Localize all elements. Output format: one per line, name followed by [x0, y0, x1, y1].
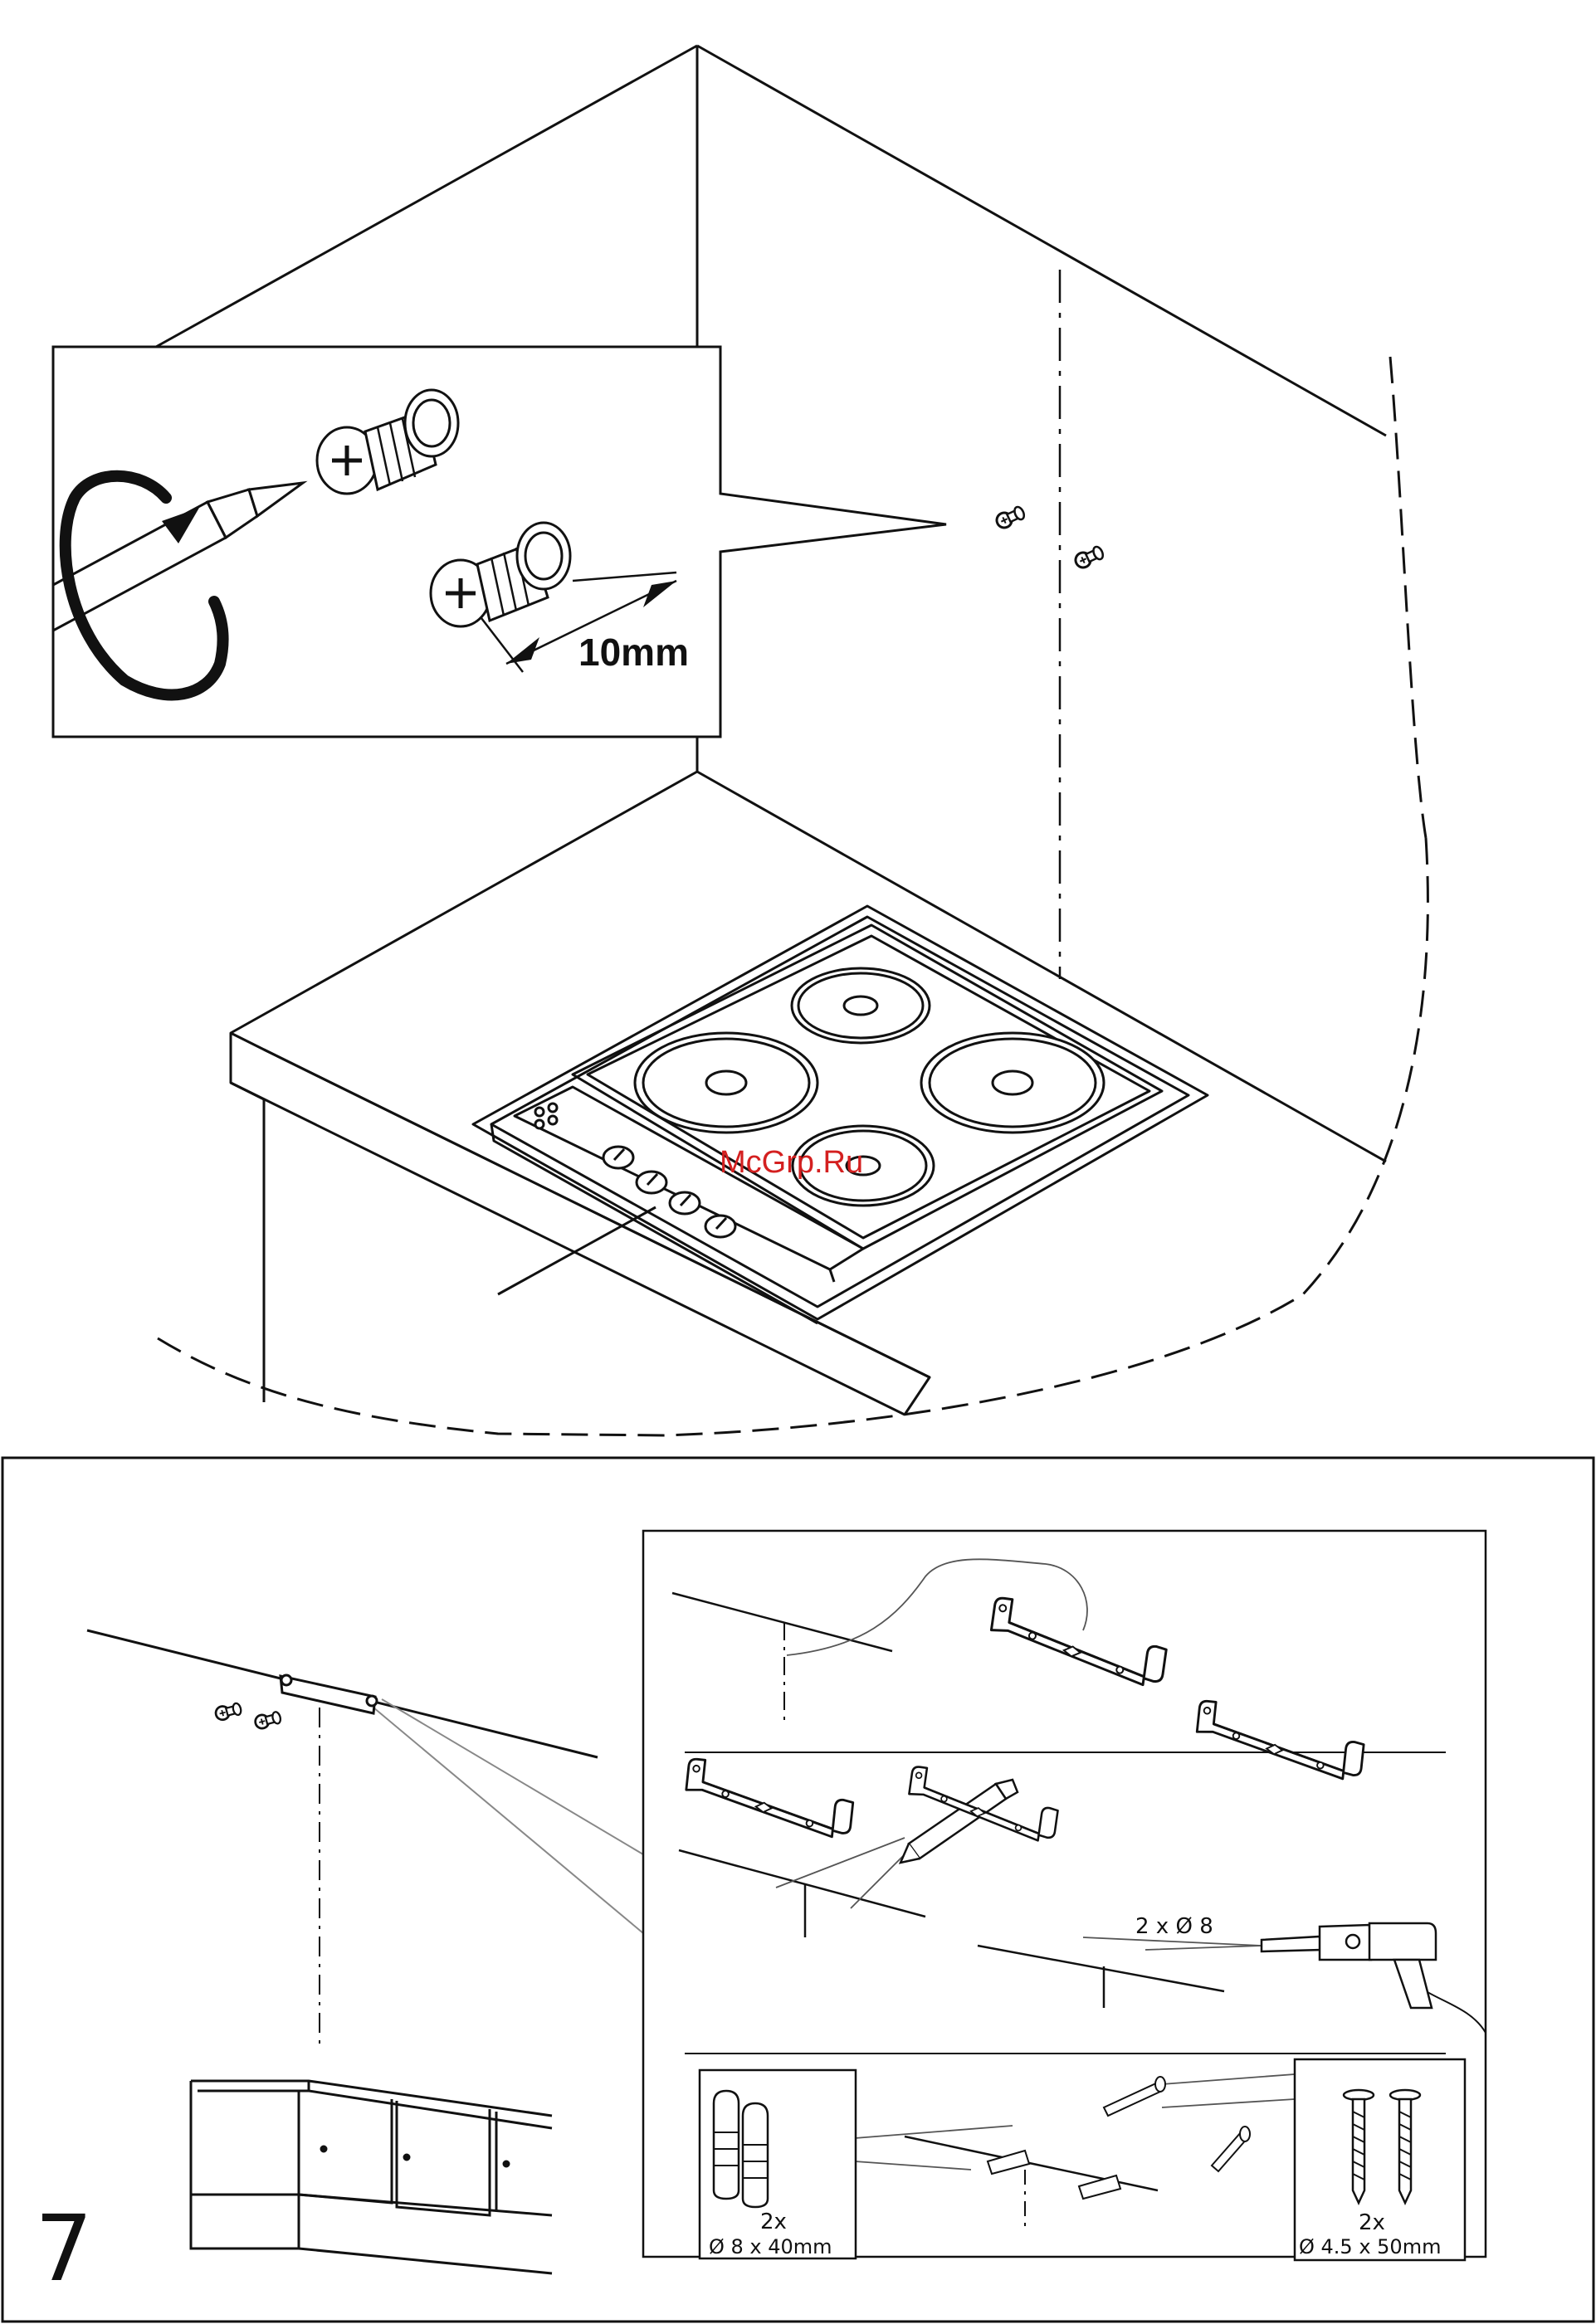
- wall-left-top-edge: [156, 46, 697, 347]
- wall-screws: [994, 504, 1105, 570]
- wall-plug-icon: [988, 2151, 1120, 2199]
- hot-plates: [635, 968, 1104, 1206]
- screw-icon: [994, 504, 1026, 530]
- top-illustration: [156, 46, 1428, 1435]
- cabinet-side: [231, 1083, 264, 1402]
- dimension-label: 10mm: [578, 631, 689, 674]
- step-number: 7: [35, 2195, 93, 2302]
- wall-plugs-box: 2x Ø 8 x 40mm: [700, 2070, 856, 2258]
- long-screw-icon: [1104, 2077, 1250, 2171]
- screws-size-label: Ø 4.5 x 50mm: [1299, 2235, 1441, 2258]
- detail-callout: 10mm: [53, 347, 946, 737]
- wall-right-top-edge: [697, 46, 1386, 436]
- zoom-line-top: [382, 1699, 643, 1854]
- screw-icon: [254, 1710, 282, 1730]
- watermark-text: McGrp.Ru: [720, 1145, 863, 1180]
- bracket-icon: [683, 1758, 856, 1839]
- hood-top: [191, 2081, 552, 2116]
- plugs-size-label: Ø 8 x 40mm: [709, 2235, 832, 2258]
- drill-icon: [1262, 1923, 1436, 2008]
- substep-mark: [672, 1559, 1087, 1722]
- plugs-qty-label: 2x: [760, 2210, 787, 2234]
- step7-overview: [87, 1630, 643, 2273]
- drill-spec-label: 2 x Ø 8: [1135, 1914, 1213, 1939]
- zoom-line-bottom: [373, 1708, 643, 1933]
- dashed-boundary-bottom: [158, 1338, 664, 1435]
- bracket-icon: [987, 1597, 1170, 1688]
- screws-box: 2x Ø 4.5 x 50mm: [1295, 2059, 1465, 2260]
- screws-qty-label: 2x: [1359, 2210, 1385, 2235]
- screw-icon: [214, 1702, 242, 1722]
- screw-icon: [1073, 544, 1105, 570]
- step7-panel: 7: [2, 1458, 1594, 2322]
- bracket-icon: [1193, 1700, 1366, 1781]
- dashed-boundary-right: [1390, 357, 1426, 838]
